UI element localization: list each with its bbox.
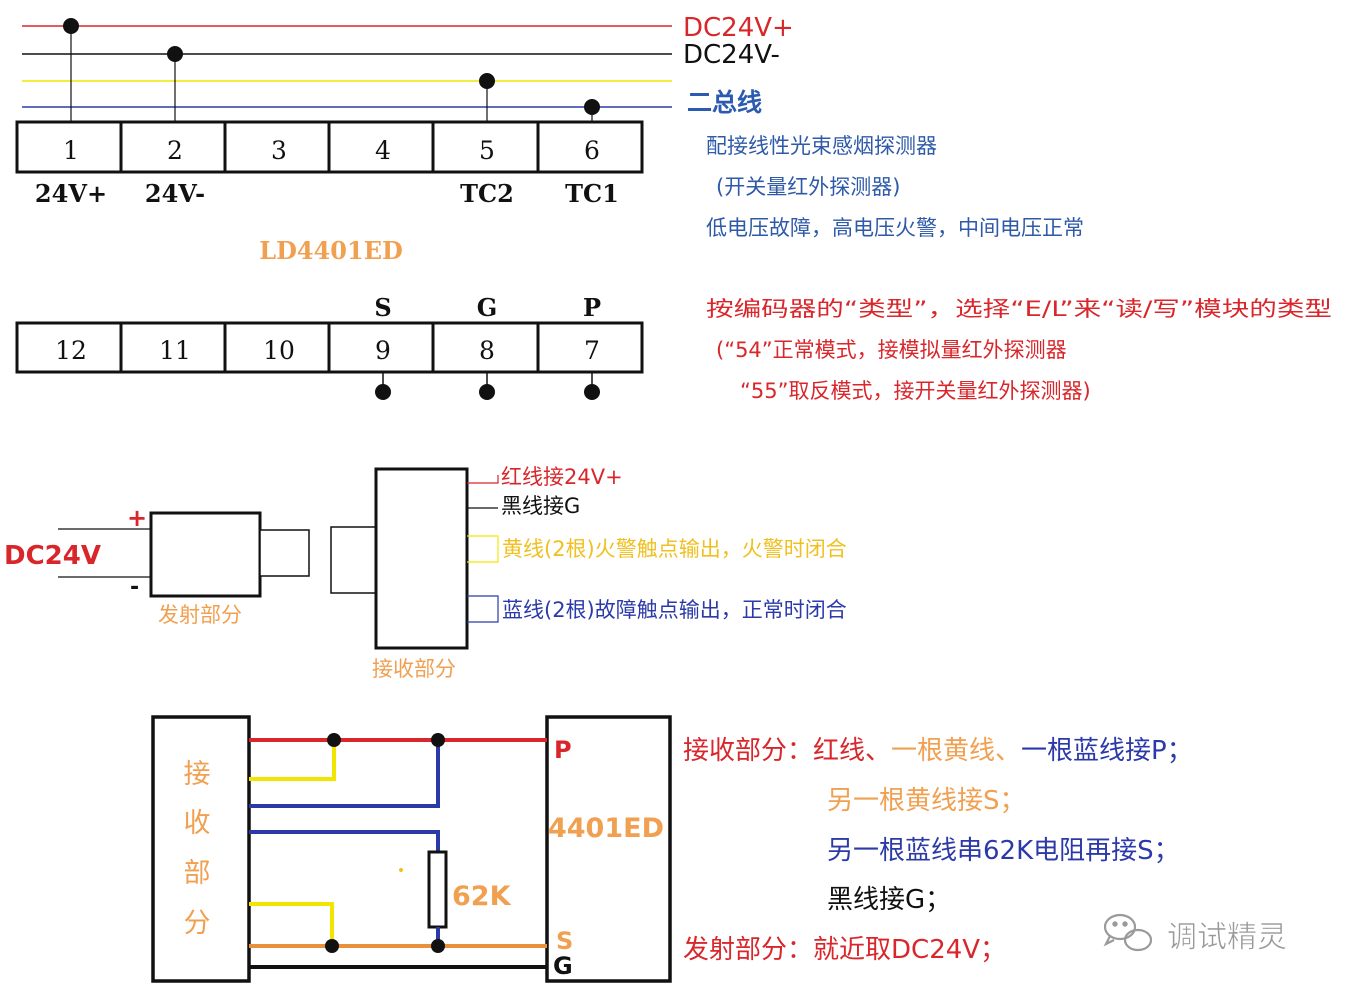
notes-red: 按编码器的“类型”，选择“E/L”来“读/写”模块的类型 (“54”正常模式，接…: [706, 297, 1332, 403]
terminal-number: 6: [584, 136, 600, 165]
instruction-yellow-s: 另一根黄线接S；: [827, 786, 1026, 816]
supply-minus: -: [130, 575, 139, 600]
terminal-number: 10: [263, 336, 295, 365]
instruction-receiver: 接收部分：红线、一根黄线、一根蓝线接P；: [683, 736, 1193, 766]
top-terminal-strip: 1 2 3 4 5 6 24V+ 24V- TC2 TC1: [15, 120, 644, 208]
terminal-label: P: [583, 293, 601, 322]
receiver-label: 接收部分: [372, 657, 456, 681]
junction-dot: [63, 18, 79, 34]
junction-dot: [167, 46, 183, 62]
transmitter-lens: [259, 529, 310, 577]
transmitter-box: [149, 511, 262, 598]
note-line: (“54”正常模式，接模拟量红外探测器: [716, 338, 1067, 362]
receiver-red: 红线、: [813, 736, 891, 766]
wire-label-red: 红线接24V+: [501, 465, 623, 489]
terminal-label: 24V+: [35, 179, 107, 208]
terminal-number: 9: [375, 336, 391, 365]
terminal-number: 4: [375, 136, 391, 165]
receiver-lens: [330, 526, 377, 594]
receiver-box: [374, 467, 469, 650]
instructions: 接收部分：红线、一根黄线、一根蓝线接P； 另一根黄线接S； 另一根蓝线串62K电…: [683, 736, 1193, 965]
bus-lines: DC24V+ DC24V- 二总线: [22, 13, 794, 122]
transmitter-label: 发射部分: [158, 603, 242, 627]
receiver-char: 分: [184, 908, 211, 939]
wire-label-blue: 蓝线(2根)故障触点输出，正常时闭合: [502, 598, 847, 622]
module-name: LD4401ED: [259, 236, 403, 265]
junction-dot: [479, 73, 495, 89]
wire-red: [467, 475, 499, 484]
note-line: (开关量红外探测器): [716, 175, 900, 199]
note-line: 低电压故障，高电压火警，中间电压正常: [706, 216, 1084, 240]
junction-dot: [375, 384, 391, 400]
receiver-char: 收: [184, 808, 211, 839]
terminal-label: S: [374, 293, 391, 322]
terminal-number: 11: [159, 336, 191, 365]
terminal-g: G: [553, 952, 573, 980]
watermark-text: 调试精灵: [1167, 920, 1287, 955]
wire-blue-pair: [467, 595, 499, 623]
terminal-label: TC1: [565, 179, 619, 208]
resistor-label: 62K: [452, 881, 512, 912]
junction-dot: [479, 384, 495, 400]
label-two-bus: 二总线: [687, 88, 762, 117]
supply-label: DC24V: [4, 541, 101, 571]
terminal-label: TC2: [460, 179, 514, 208]
instruction-black-g: 黑线接G；: [827, 885, 951, 915]
terminal-number: 3: [271, 136, 287, 165]
receiver-prefix: 接收部分：: [683, 736, 813, 766]
junction-dot: [327, 733, 341, 747]
note-line: 按编码器的“类型”，选择“E/L”来“读/写”模块的类型: [706, 297, 1332, 321]
instruction-transmitter: 发射部分：就近取DC24V；: [683, 935, 1006, 965]
notes-blue: 配接线性光束感烟探测器 (开关量红外探测器) 低电压故障，高电压火警，中间电压正…: [706, 134, 1084, 240]
wire-yellow-to-p: [249, 740, 336, 781]
wire-yellow-pair: [467, 535, 499, 563]
junction-dot: [431, 939, 445, 953]
receiver-unit: [151, 715, 251, 983]
label-dc-plus: DC24V+: [683, 13, 794, 43]
wire-blue-to-p: [249, 740, 440, 808]
label-dc-minus: DC24V-: [683, 40, 780, 70]
transmitter-text: 就近取DC24V；: [813, 935, 1006, 965]
wechat-icon: [1103, 913, 1153, 952]
terminal-label: G: [477, 293, 498, 322]
receiver-char: 部: [184, 858, 211, 889]
note-line: “55”取反模式，接开关量红外探测器): [740, 379, 1091, 403]
stray-dot: [399, 868, 403, 872]
wire-yellow-to-s: [249, 902, 334, 946]
wire-label-black: 黑线接G: [501, 494, 580, 518]
junction-dot: [325, 939, 339, 953]
terminal-s: S: [556, 927, 573, 955]
module-wiring: 接 收 部 分 4401ED P S G 62K: [151, 715, 672, 983]
junction-dot: [431, 733, 445, 747]
terminal-number: 7: [584, 336, 600, 365]
bottom-terminal-strip: S G P 12 11 10 9 8 7: [15, 293, 644, 400]
receiver-blue: 一根蓝线接P；: [1021, 736, 1193, 766]
terminal-number: 8: [479, 336, 495, 365]
note-line: 配接线性光束感烟探测器: [706, 134, 937, 158]
detector-schematic: DC24V + - 发射部分 接收部分 红线接24V+ 黑线接G 黄线(2根)火…: [4, 465, 847, 681]
junction-dot: [584, 99, 600, 115]
instruction-blue-s: 另一根蓝线串62K电阻再接S；: [827, 836, 1180, 866]
terminal-p: P: [554, 736, 572, 764]
transmitter-prefix: 发射部分：: [683, 935, 813, 965]
receiver-char: 接: [184, 759, 211, 790]
terminal-number: 2: [167, 136, 183, 165]
receiver-yellow: 一根黄线、: [891, 736, 1021, 766]
terminal-number: 12: [55, 336, 87, 365]
terminal-label: 24V-: [145, 179, 205, 208]
terminal-number: 5: [479, 136, 495, 165]
watermark: 调试精灵: [1103, 913, 1287, 955]
module-unit: [545, 715, 672, 983]
wire-label-yellow: 黄线(2根)火警触点输出，火警时闭合: [502, 537, 847, 561]
wire-blue-to-resistor: [249, 830, 440, 852]
junction-dot: [584, 384, 600, 400]
resistor-62k: [427, 850, 448, 929]
terminal-number: 1: [63, 136, 79, 165]
module-unit-label: 4401ED: [548, 813, 664, 844]
supply-plus: +: [127, 504, 147, 532]
